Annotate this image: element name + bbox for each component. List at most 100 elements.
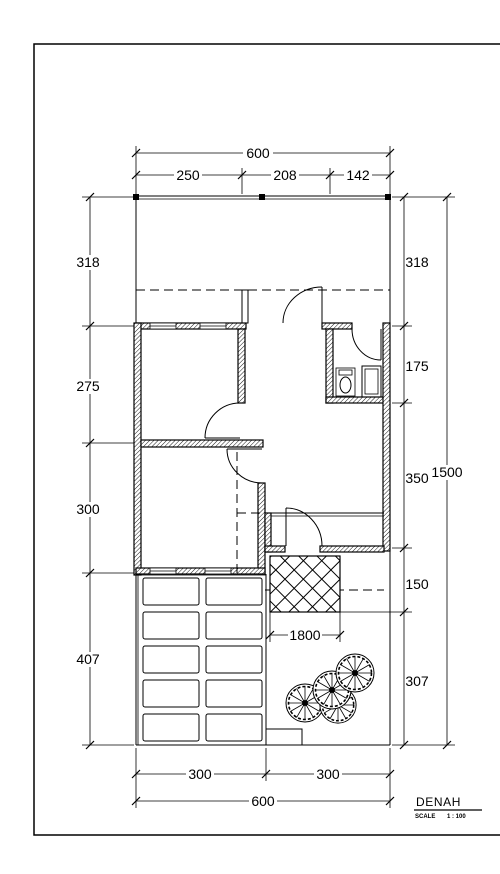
label-background — [74, 379, 102, 394]
dim-label-right-2: 175 — [405, 358, 429, 374]
dim-label-top-2: 208 — [273, 167, 297, 183]
septic-box — [265, 728, 303, 746]
dim-tick — [399, 543, 409, 553]
dim-label-garden-width: 1800 — [289, 627, 320, 643]
dim-tick — [261, 769, 271, 779]
dim-label-bottom-1: 300 — [188, 766, 212, 782]
dimension-labels: 600 250 208 142 318 275 300 407 318 175 … — [74, 145, 464, 809]
dim-label-right-total: 1500 — [431, 464, 462, 480]
wall-bathroom-bottom — [325, 396, 385, 404]
dim-tick — [85, 321, 95, 331]
dim-label-bottom-total: 600 — [251, 793, 275, 809]
paving-block — [205, 713, 263, 742]
bathroom-door-swing — [351, 328, 382, 361]
water-tub-inner — [364, 368, 379, 395]
dim-tick — [335, 630, 345, 640]
water-tub — [361, 365, 382, 398]
label-background — [314, 767, 342, 781]
paving-blocks — [142, 577, 263, 742]
scale-label: SCALE — [415, 814, 435, 820]
wall-kitchen-rear-left — [264, 545, 286, 553]
dim-tick — [131, 769, 141, 779]
wall-bedroom-1-right — [237, 328, 246, 404]
dim-label-left-2: 275 — [76, 378, 100, 394]
dim-label-right-1: 318 — [405, 254, 429, 270]
dim-tick — [85, 192, 95, 202]
paving-frame — [137, 574, 267, 746]
dim-tick — [325, 170, 335, 180]
wall-bedroom-2-right — [257, 482, 266, 575]
paving-block — [205, 577, 263, 606]
title-block: DENAH SCALE 1 : 100 — [414, 795, 482, 820]
dim-label-top-total: 600 — [246, 145, 270, 161]
paving-block — [142, 713, 200, 742]
dim-label-left-1: 318 — [76, 254, 100, 270]
bathroom-fixtures — [335, 365, 382, 398]
open-court-crosshatch — [269, 555, 341, 613]
dim-tick — [85, 740, 95, 750]
entry-door-swing — [282, 286, 323, 324]
shrub-icon — [335, 653, 375, 693]
bedroom-1-door-swing — [204, 402, 241, 439]
dim-tick — [131, 148, 141, 158]
label-background — [431, 465, 464, 480]
wall-bathroom-left — [325, 328, 334, 404]
label-background — [174, 168, 202, 182]
porch-column — [241, 289, 249, 324]
paving-block — [142, 577, 200, 606]
front-porch — [133, 194, 391, 324]
wall-rear-bedroom-2 — [135, 567, 266, 575]
wall-right-exterior — [382, 322, 391, 552]
dim-tick — [399, 740, 409, 750]
wall-front-entry-segment — [321, 322, 353, 330]
dim-tick — [265, 630, 275, 640]
wall-kitchen-rear — [319, 545, 385, 553]
dim-tick — [399, 192, 409, 202]
dim-tick — [237, 170, 247, 180]
label-background — [249, 794, 277, 808]
dim-tick — [385, 796, 395, 806]
scale-value: 1 : 100 — [447, 814, 466, 820]
paving-block — [142, 645, 200, 674]
column-marker — [259, 194, 265, 200]
walls — [133, 322, 391, 576]
kitchen-door-swing — [285, 507, 323, 547]
paving-block — [205, 645, 263, 674]
dim-label-right-4: 150 — [405, 576, 429, 592]
dim-label-top-1: 250 — [176, 167, 200, 183]
dim-tick — [385, 769, 395, 779]
toilet-tank — [338, 369, 353, 376]
dim-tick — [85, 438, 95, 448]
label-background — [186, 767, 214, 781]
dim-label-right-3: 350 — [405, 470, 429, 486]
paving-block — [205, 611, 263, 640]
wall-left-exterior — [133, 322, 142, 576]
rear-yard — [135, 551, 391, 746]
dim-tick — [399, 607, 409, 617]
paving-block — [142, 611, 200, 640]
label-background — [74, 255, 102, 270]
dim-tick — [442, 740, 452, 750]
dim-tick — [399, 398, 409, 408]
toilet-bowl — [339, 376, 352, 394]
dim-label-left-4: 407 — [76, 651, 100, 667]
dim-tick — [442, 192, 452, 202]
bedroom-2-door-swing — [226, 448, 263, 484]
label-background — [243, 146, 273, 160]
dim-tick — [385, 148, 395, 158]
paving-block — [142, 679, 200, 708]
column-marker — [385, 194, 391, 200]
label-background — [271, 168, 299, 182]
dim-tick — [85, 568, 95, 578]
dim-label-bottom-2: 300 — [316, 766, 340, 782]
wall-between-bedrooms — [140, 439, 264, 448]
dim-label-left-3: 300 — [76, 501, 100, 517]
toilet-area — [335, 367, 356, 397]
label-background — [344, 168, 372, 182]
dim-tick — [131, 170, 141, 180]
drawing-title: DENAH — [416, 795, 461, 809]
dim-label-top-3: 142 — [346, 167, 370, 183]
label-background — [74, 652, 102, 667]
dim-tick — [399, 321, 409, 331]
